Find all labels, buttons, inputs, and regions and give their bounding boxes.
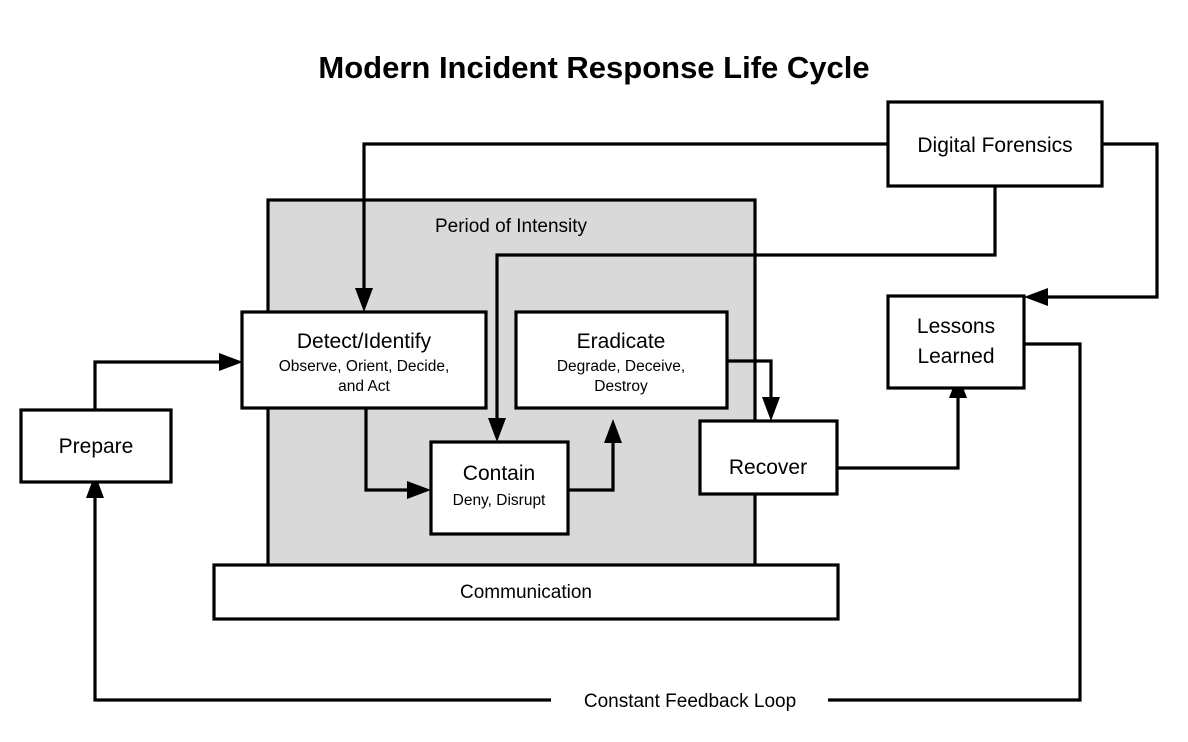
connector-detect-to-contain: [364, 408, 431, 499]
arrowhead-eradicate-to-recover: [762, 397, 780, 421]
arrowhead-detect-to-contain: [407, 481, 431, 499]
digital-forensics-box-rect[interactable]: [886, 100, 1104, 188]
prepare-box-rect[interactable]: [19, 408, 173, 484]
connector-constant-feedback-loop: [86, 342, 1082, 702]
eradicate-subtitle-line1: Degrade, Deceive,: [557, 358, 685, 375]
period-of-intensity-label: Period of Intensity: [435, 216, 588, 237]
box-recover[interactable]: Recover: [698, 419, 839, 496]
contain-subtitle-line1: Deny, Disrupt: [453, 492, 546, 509]
arrowhead-forensics-to-contain: [488, 418, 506, 442]
arrowhead-contain-to-eradicate: [604, 419, 622, 443]
digital-forensics-title: Digital Forensics: [917, 134, 1072, 157]
detect-box-rect[interactable]: [240, 310, 488, 410]
lessons-learned-title-line1: Lessons: [917, 315, 995, 338]
detect-title: Detect/Identify: [297, 330, 432, 353]
prepare-title: Prepare: [59, 435, 134, 458]
detect-subtitle-line2: and Act: [338, 378, 390, 395]
arrowhead-prepare-to-detect: [219, 353, 243, 371]
box-eradicate[interactable]: Eradicate Degrade, Deceive, Destroy: [514, 310, 729, 410]
page-title: Modern Incident Response Life Cycle: [318, 50, 869, 85]
communication-box-rect[interactable]: [212, 563, 840, 621]
box-communication[interactable]: Communication: [212, 563, 840, 621]
connector-contain-to-eradicate: [568, 419, 622, 492]
box-lessons-learned[interactable]: Lessons Learned: [886, 294, 1026, 390]
constant-feedback-loop-label: Constant Feedback Loop: [584, 691, 796, 712]
recover-title: Recover: [729, 456, 807, 479]
eradicate-title: Eradicate: [577, 330, 666, 353]
box-prepare[interactable]: Prepare: [19, 408, 173, 484]
box-digital-forensics[interactable]: Digital Forensics: [886, 100, 1104, 188]
detect-subtitle-line1: Observe, Orient, Decide,: [279, 358, 450, 375]
box-contain[interactable]: Contain Deny, Disrupt: [429, 440, 570, 536]
connector-forensics-to-contain: [488, 186, 997, 442]
arrowhead-forensics-to-detect: [355, 288, 373, 312]
recover-box-rect[interactable]: [698, 419, 839, 496]
box-detect-identify[interactable]: Detect/Identify Observe, Orient, Decide,…: [240, 310, 488, 410]
connector-eradicate-to-recover: [727, 359, 780, 421]
connector-forensics-to-lessons: [1024, 142, 1159, 306]
connector-forensics-to-detect: [355, 142, 888, 312]
contain-box-rect[interactable]: [429, 440, 570, 536]
lessons-learned-box-rect[interactable]: [886, 294, 1026, 390]
eradicate-subtitle-line2: Destroy: [594, 378, 648, 395]
arrowhead-forensics-to-lessons: [1024, 288, 1048, 306]
eradicate-box-rect[interactable]: [514, 310, 729, 410]
contain-title: Contain: [463, 462, 535, 485]
connector-prepare-to-detect: [93, 353, 243, 410]
lessons-learned-title-line2: Learned: [917, 345, 994, 368]
communication-title: Communication: [460, 582, 592, 603]
arrowhead-feedback-to-prepare: [86, 474, 104, 498]
